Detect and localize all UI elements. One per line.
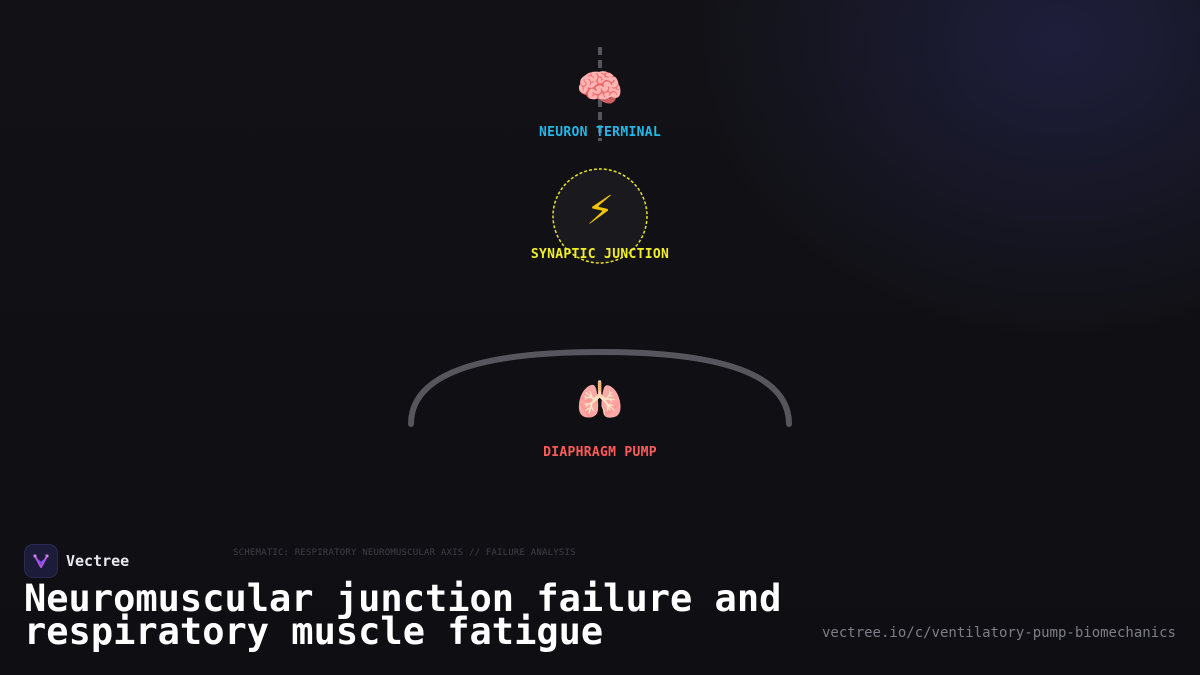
diaphragm-dome — [408, 348, 792, 427]
synaptic-junction-label: SYNAPTIC JUNCTION — [530, 247, 670, 262]
brand[interactable]: Vectree — [24, 544, 129, 578]
brain-icon: 🧠 — [576, 66, 624, 110]
neuron-terminal-label: NEURON TERMINAL — [539, 125, 661, 140]
brand-name: Vectree — [66, 552, 130, 570]
lungs-icon: 🫁 — [576, 378, 624, 422]
diagram-lines — [408, 47, 792, 427]
vectree-logo-icon — [24, 544, 58, 578]
lightning-bolt-icon: ⚡ — [585, 188, 615, 234]
source-url[interactable]: vectree.io/c/ventilatory-pump-biomechani… — [821, 625, 1176, 641]
schematic-diagram: 🧠 NEURON TERMINAL ⚡ SYNAPTIC JUNCTION 🫁 … — [408, 47, 792, 460]
page-title: Neuromuscular junction failure and respi… — [24, 577, 782, 653]
diaphragm-pump-label: DIAPHRAGM PUMP — [543, 445, 657, 460]
schematic-caption: SCHEMATIC: RESPIRATORY NEUROMUSCULAR AXI… — [233, 548, 576, 558]
synaptic-junction-ring — [552, 168, 648, 264]
